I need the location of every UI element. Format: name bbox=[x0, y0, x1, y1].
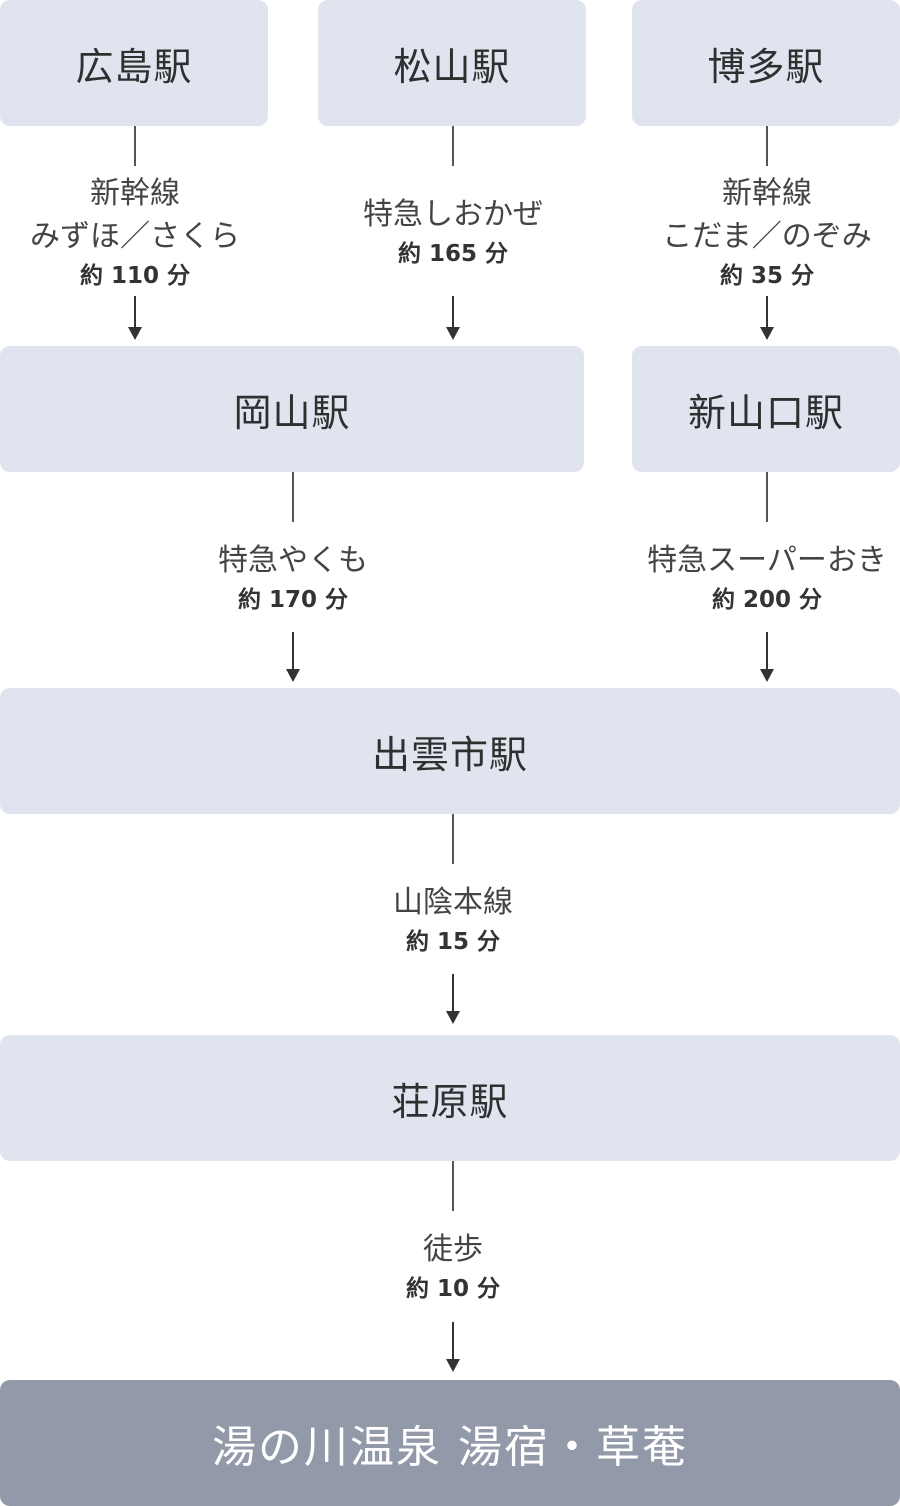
connector-line bbox=[766, 126, 768, 166]
station-shinyamaguchi: 新山口駅 bbox=[632, 346, 900, 472]
down-arrow-icon bbox=[446, 974, 460, 1024]
route-time: 約 165 分 bbox=[397, 241, 509, 267]
station-label: 広島駅 bbox=[75, 44, 193, 89]
route-time: 約 15 分 bbox=[405, 929, 501, 955]
route-line-name: 新幹線 bbox=[90, 176, 180, 211]
down-arrow-icon bbox=[286, 632, 300, 682]
destination-box: 湯の川温泉 湯宿・草菴 bbox=[0, 1380, 900, 1506]
route-time: 約 10 分 bbox=[405, 1276, 501, 1302]
route-train-name: みずほ／さくら bbox=[30, 219, 240, 254]
station-hakata: 博多駅 bbox=[632, 0, 900, 126]
station-label: 岡山駅 bbox=[233, 390, 351, 435]
route-time: 約 110 分 bbox=[79, 263, 191, 289]
route-izumoshi-shobara: 山陰本線 約 15 分 bbox=[393, 881, 513, 960]
down-arrow-icon bbox=[760, 296, 774, 340]
station-matsuyama: 松山駅 bbox=[318, 0, 586, 126]
station-hiroshima: 広島駅 bbox=[0, 0, 268, 126]
route-shinyamaguchi-izumoshi: 特急スーパーおき 約 200 分 bbox=[647, 539, 887, 618]
route-line-name: 徒歩 bbox=[423, 1232, 483, 1267]
down-arrow-icon bbox=[760, 632, 774, 682]
station-label: 荘原駅 bbox=[391, 1079, 509, 1124]
destination-label: 湯の川温泉 湯宿・草菴 bbox=[212, 1422, 688, 1473]
station-label: 松山駅 bbox=[393, 44, 511, 89]
connector-line bbox=[134, 126, 136, 166]
station-shobara: 荘原駅 bbox=[0, 1035, 900, 1161]
route-line-name: 特急スーパーおき bbox=[647, 543, 887, 578]
route-time: 約 170 分 bbox=[237, 587, 349, 613]
connector-line bbox=[452, 126, 454, 166]
route-matsuyama-okayama: 特急しおかぜ 約 165 分 bbox=[363, 193, 543, 272]
route-line-name: 新幹線 bbox=[722, 176, 812, 211]
connector-line bbox=[766, 472, 768, 522]
route-time: 約 35 分 bbox=[719, 263, 815, 289]
route-hiroshima-okayama: 新幹線 みずほ／さくら 約 110 分 bbox=[30, 172, 240, 294]
route-hakata-shinyamaguchi: 新幹線 こだま／のぞみ 約 35 分 bbox=[662, 172, 871, 294]
route-okayama-izumoshi: 特急やくも 約 170 分 bbox=[218, 539, 368, 618]
connector-line bbox=[292, 472, 294, 522]
connector-line bbox=[452, 1161, 454, 1211]
route-line-name: 特急しおかぜ bbox=[363, 197, 543, 232]
down-arrow-icon bbox=[446, 1322, 460, 1372]
connector-line bbox=[452, 814, 454, 864]
down-arrow-icon bbox=[446, 296, 460, 340]
down-arrow-icon bbox=[128, 296, 142, 340]
station-label: 博多駅 bbox=[707, 44, 825, 89]
route-line-name: 特急やくも bbox=[218, 543, 368, 578]
station-label: 新山口駅 bbox=[687, 390, 844, 435]
station-okayama: 岡山駅 bbox=[0, 346, 584, 472]
route-shobara-destination: 徒歩 約 10 分 bbox=[406, 1228, 500, 1307]
route-line-name: 山陰本線 bbox=[393, 885, 513, 920]
station-izumoshi: 出雲市駅 bbox=[0, 688, 900, 814]
station-label: 出雲市駅 bbox=[371, 732, 528, 777]
route-train-name: こだま／のぞみ bbox=[662, 219, 872, 254]
route-time: 約 200 分 bbox=[711, 587, 823, 613]
